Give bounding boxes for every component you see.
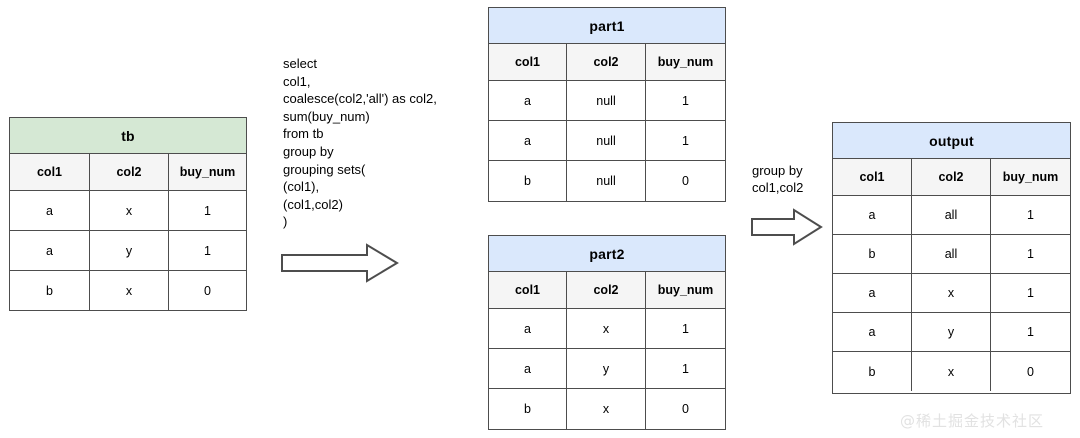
table-output-title: output [833,123,1070,159]
table-row: a [489,349,567,389]
table-row: 1 [646,349,725,389]
table-row: x [90,191,169,231]
table-row: x [912,352,991,391]
table-part2-grid: col1 col2 buy_num a x 1 a y 1 b x 0 [489,272,725,429]
table-part1-col-header: buy_num [646,44,725,81]
table-row: b [10,271,90,310]
table-row: x [90,271,169,310]
table-output-col-header: buy_num [991,159,1070,196]
table-row: 1 [646,81,725,121]
table-row: 1 [991,196,1070,235]
table-row: a [489,81,567,121]
table-row: 0 [169,271,246,310]
table-tb-grid: col1 col2 buy_num a x 1 a y 1 b x 0 [10,154,246,310]
table-row: a [833,313,912,352]
table-row: null [567,81,646,121]
table-row: 1 [991,235,1070,274]
table-part1-title: part1 [489,8,725,44]
table-row: x [567,309,646,349]
group-by-arrow-label: group by col1,col2 [752,163,804,195]
table-row: a [833,196,912,235]
table-part2-col-header: col2 [567,272,646,309]
table-row: a [489,309,567,349]
table-row: 0 [646,389,725,429]
table-row: 0 [646,161,725,201]
arrow-right-icon [751,208,823,246]
table-tb-col-header: col1 [10,154,90,191]
table-row: y [90,231,169,271]
table-row: 1 [991,313,1070,352]
table-row: null [567,121,646,161]
arrow-right-icon [281,243,399,283]
table-part2-col-header: buy_num [646,272,725,309]
table-row: a [10,191,90,231]
table-row: 0 [991,352,1070,391]
table-row: a [10,231,90,271]
table-row: y [567,349,646,389]
table-output-grid: col1 col2 buy_num a all 1 b all 1 a x 1 … [833,159,1070,391]
table-row: x [567,389,646,429]
table-row: all [912,235,991,274]
table-row: 1 [646,309,725,349]
sql-query-text: select col1, coalesce(col2,'all') as col… [283,56,437,230]
table-row: null [567,161,646,201]
table-row: 1 [991,274,1070,313]
table-output-col-header: col1 [833,159,912,196]
table-row: b [489,161,567,201]
table-tb-col-header: buy_num [169,154,246,191]
table-part1-grid: col1 col2 buy_num a null 1 a null 1 b nu… [489,44,725,201]
table-part2-title: part2 [489,236,725,272]
table-output: output col1 col2 buy_num a all 1 b all 1… [832,122,1071,394]
table-part2-col-header: col1 [489,272,567,309]
table-row: b [833,352,912,391]
table-row: y [912,313,991,352]
group-by-arrow [751,208,823,246]
table-row: all [912,196,991,235]
table-part2: part2 col1 col2 buy_num a x 1 a y 1 b x … [488,235,726,430]
table-row: x [912,274,991,313]
watermark: @稀土掘金技术社区 [900,412,1045,430]
table-part1-col-header: col1 [489,44,567,81]
table-tb: tb col1 col2 buy_num a x 1 a y 1 b x 0 [9,117,247,311]
table-row: b [489,389,567,429]
table-row: b [833,235,912,274]
table-output-col-header: col2 [912,159,991,196]
table-tb-title: tb [10,118,246,154]
table-tb-col-header: col2 [90,154,169,191]
table-row: a [489,121,567,161]
table-row: 1 [169,231,246,271]
transform-arrow [281,243,399,283]
table-row: a [833,274,912,313]
table-part1-col-header: col2 [567,44,646,81]
table-row: 1 [169,191,246,231]
table-row: 1 [646,121,725,161]
table-part1: part1 col1 col2 buy_num a null 1 a null … [488,7,726,202]
